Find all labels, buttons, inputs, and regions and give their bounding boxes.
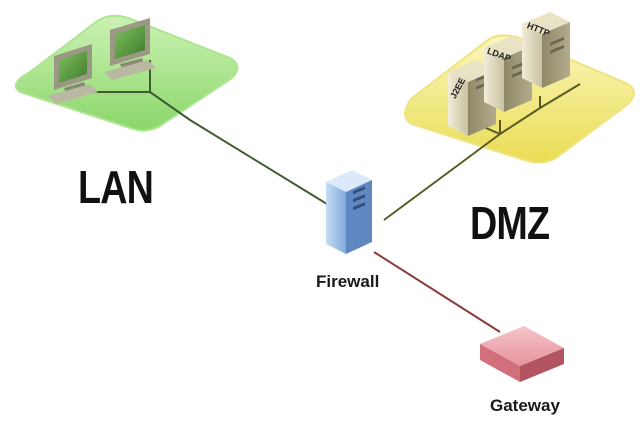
- desktop-computer-icon: [48, 44, 98, 104]
- dmz-label: DMZ: [470, 197, 550, 249]
- gateway-label: Gateway: [490, 396, 560, 415]
- gateway-router-icon: [480, 326, 564, 382]
- firewall-label: Firewall: [316, 272, 380, 291]
- server-http-icon: HTTP: [522, 12, 570, 88]
- firewall-gateway-link: [373, 251, 501, 333]
- desktop-computer-icon: [104, 18, 156, 80]
- firewall-server-icon: [326, 170, 372, 254]
- lan-label: LAN: [78, 161, 154, 213]
